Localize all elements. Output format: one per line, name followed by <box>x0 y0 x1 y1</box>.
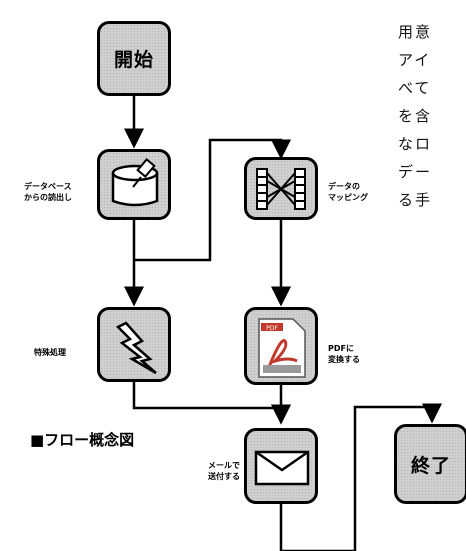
pdf-convert-node: PDF <box>244 307 318 385</box>
end-node: 終了 <box>394 424 466 504</box>
end-node-label: 終了 <box>410 454 451 477</box>
lightning-icon <box>115 321 157 375</box>
special-processing-label: 特殊処理 <box>34 348 66 357</box>
arrow-mail-to-end <box>279 403 442 551</box>
envelope-icon <box>254 450 310 486</box>
pdf-document-icon: PDF <box>258 318 306 378</box>
mapping-node <box>244 157 318 220</box>
side-line-4: を含 <box>398 107 433 125</box>
pdf-icon-text: PDF <box>266 325 278 332</box>
mail-send-label-line-2: 送付する <box>208 472 240 481</box>
mapping-label-line-2: マッピング <box>328 193 368 202</box>
arrow-special-to-mail <box>132 382 291 425</box>
start-node: 開始 <box>97 21 171 96</box>
start-node-label: 開始 <box>113 49 154 71</box>
mail-send-label-line-1: メールで <box>208 461 240 470</box>
database-icon <box>111 158 159 207</box>
pdf-convert-label-line-1: PDFに <box>328 344 354 353</box>
side-line-2: アイ <box>398 51 432 69</box>
diagram-heading: ■フロー概念図 <box>30 431 135 449</box>
mail-send-node <box>244 428 318 504</box>
mapping-label: データの マッピング <box>328 181 368 203</box>
pdf-convert-label: PDFに 変換する <box>328 343 360 365</box>
special-processing-node <box>97 307 171 382</box>
side-line-1: 用意 <box>398 23 433 41</box>
side-line-5: なロ <box>398 135 433 153</box>
data-mapping-icon <box>256 168 306 210</box>
mail-send-label: メールで 送付する <box>186 460 240 482</box>
db-read-label: データベース からの読出し <box>24 181 72 203</box>
side-line-7: る手 <box>398 191 433 209</box>
mapping-label-line-1: データの <box>328 182 360 191</box>
arrow-db-to-mapping <box>134 138 291 262</box>
side-line-3: べて <box>398 79 432 97</box>
side-line-6: デー <box>398 163 433 181</box>
db-read-label-line-2: からの読出し <box>24 193 72 202</box>
side-paragraph: 用意 アイ べて を含 なロ デー る手 <box>398 18 466 214</box>
pdf-convert-label-line-2: 変換する <box>328 355 360 364</box>
db-read-label-line-1: データベース <box>24 182 72 191</box>
db-read-node <box>97 149 171 220</box>
